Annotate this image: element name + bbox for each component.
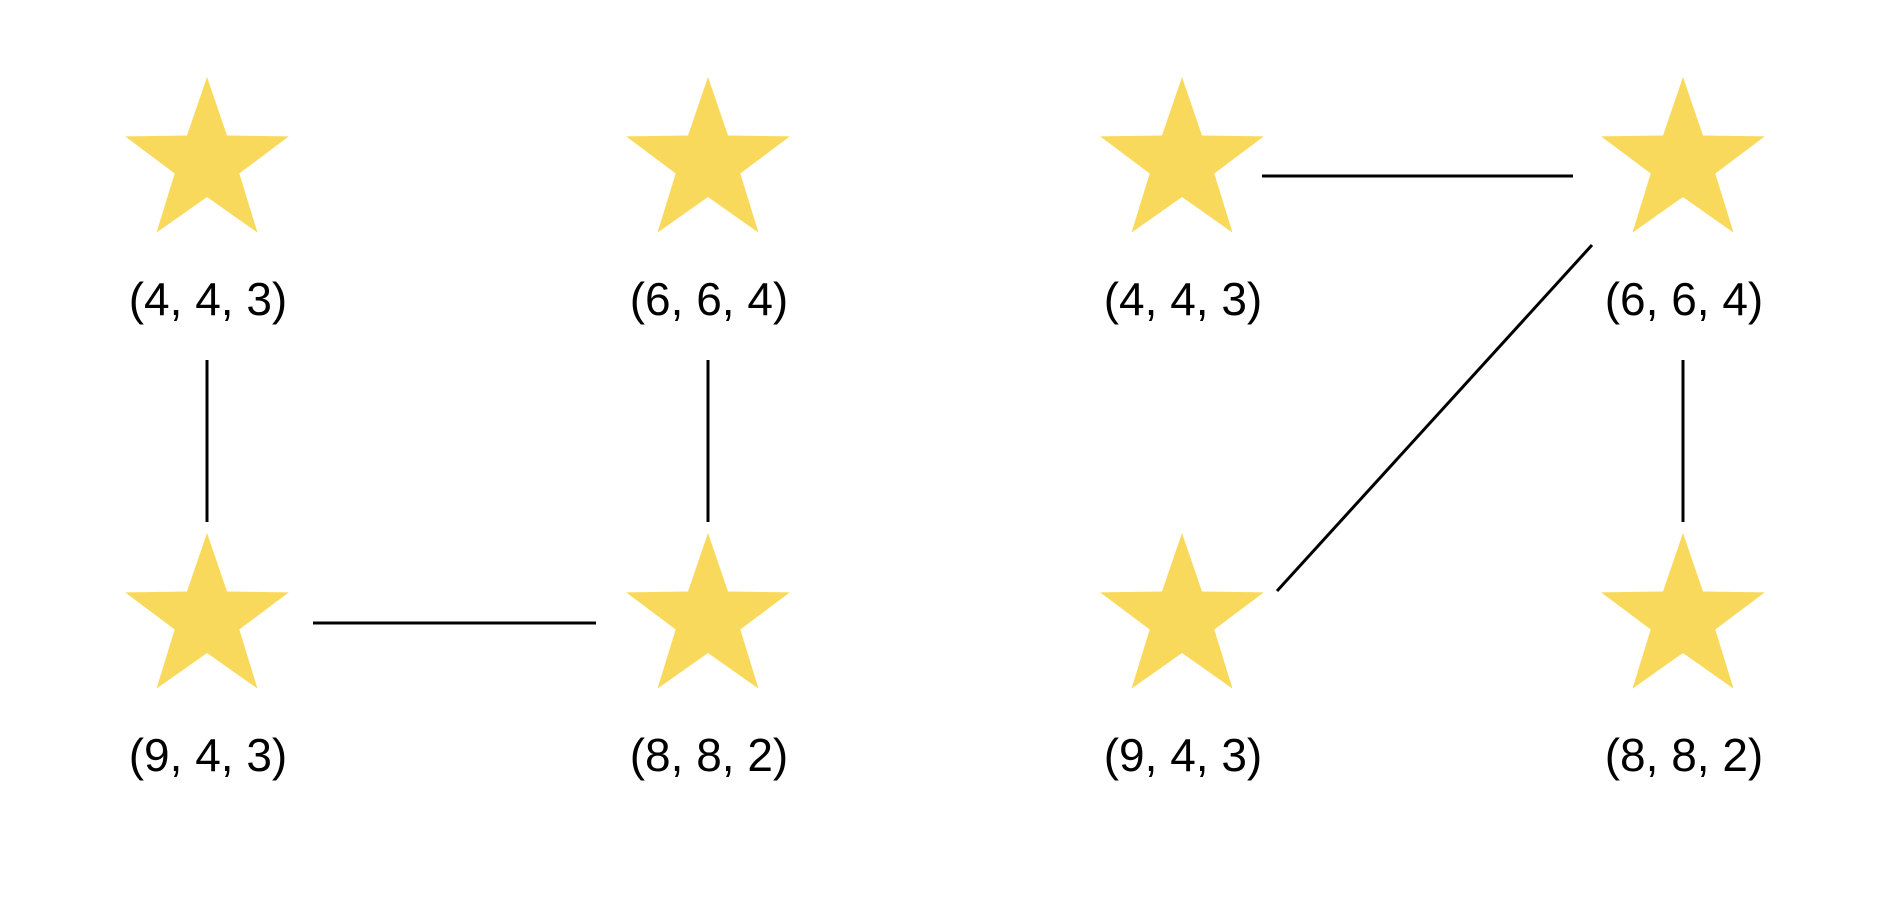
node-label: (4, 4, 3)	[1104, 273, 1263, 325]
graph-left-nodes: (4, 4, 3) (6, 6, 4) (9, 4, 3) (8, 8, 2)	[125, 77, 790, 781]
graph-node: (6, 6, 4)	[1601, 77, 1765, 325]
edges-layer	[205, 174, 1685, 625]
node-label: (8, 8, 2)	[1605, 729, 1764, 781]
node-label: (9, 4, 3)	[129, 729, 288, 781]
node-label: (6, 6, 4)	[630, 273, 789, 325]
graph-left-edges	[205, 360, 710, 625]
star-icon	[1100, 533, 1264, 689]
graph-right-nodes: (4, 4, 3) (6, 6, 4) (9, 4, 3) (8, 8, 2)	[1100, 77, 1765, 781]
node-label: (4, 4, 3)	[129, 273, 288, 325]
star-icon	[1601, 77, 1765, 233]
star-icon	[1100, 77, 1264, 233]
nodes-layer: (4, 4, 3)(6, 6, 4)(9, 4, 3)(8, 8, 2)(4, …	[125, 77, 1765, 781]
graph-node: (6, 6, 4)	[626, 77, 790, 325]
graph-node: (4, 4, 3)	[125, 77, 289, 325]
node-label: (9, 4, 3)	[1104, 729, 1263, 781]
node-label: (8, 8, 2)	[630, 729, 789, 781]
star-icon	[626, 533, 790, 689]
graph-node: (4, 4, 3)	[1100, 77, 1264, 325]
graph-node: (8, 8, 2)	[1601, 533, 1765, 781]
edge-b-c	[1275, 243, 1594, 593]
node-label: (6, 6, 4)	[1605, 273, 1764, 325]
graph-node: (8, 8, 2)	[626, 533, 790, 781]
star-icon	[125, 77, 289, 233]
star-icon	[626, 77, 790, 233]
graph-node: (9, 4, 3)	[125, 533, 289, 781]
graph-right-edges	[1262, 174, 1685, 593]
star-icon	[125, 533, 289, 689]
star-icon	[1601, 533, 1765, 689]
graph-node: (9, 4, 3)	[1100, 533, 1264, 781]
